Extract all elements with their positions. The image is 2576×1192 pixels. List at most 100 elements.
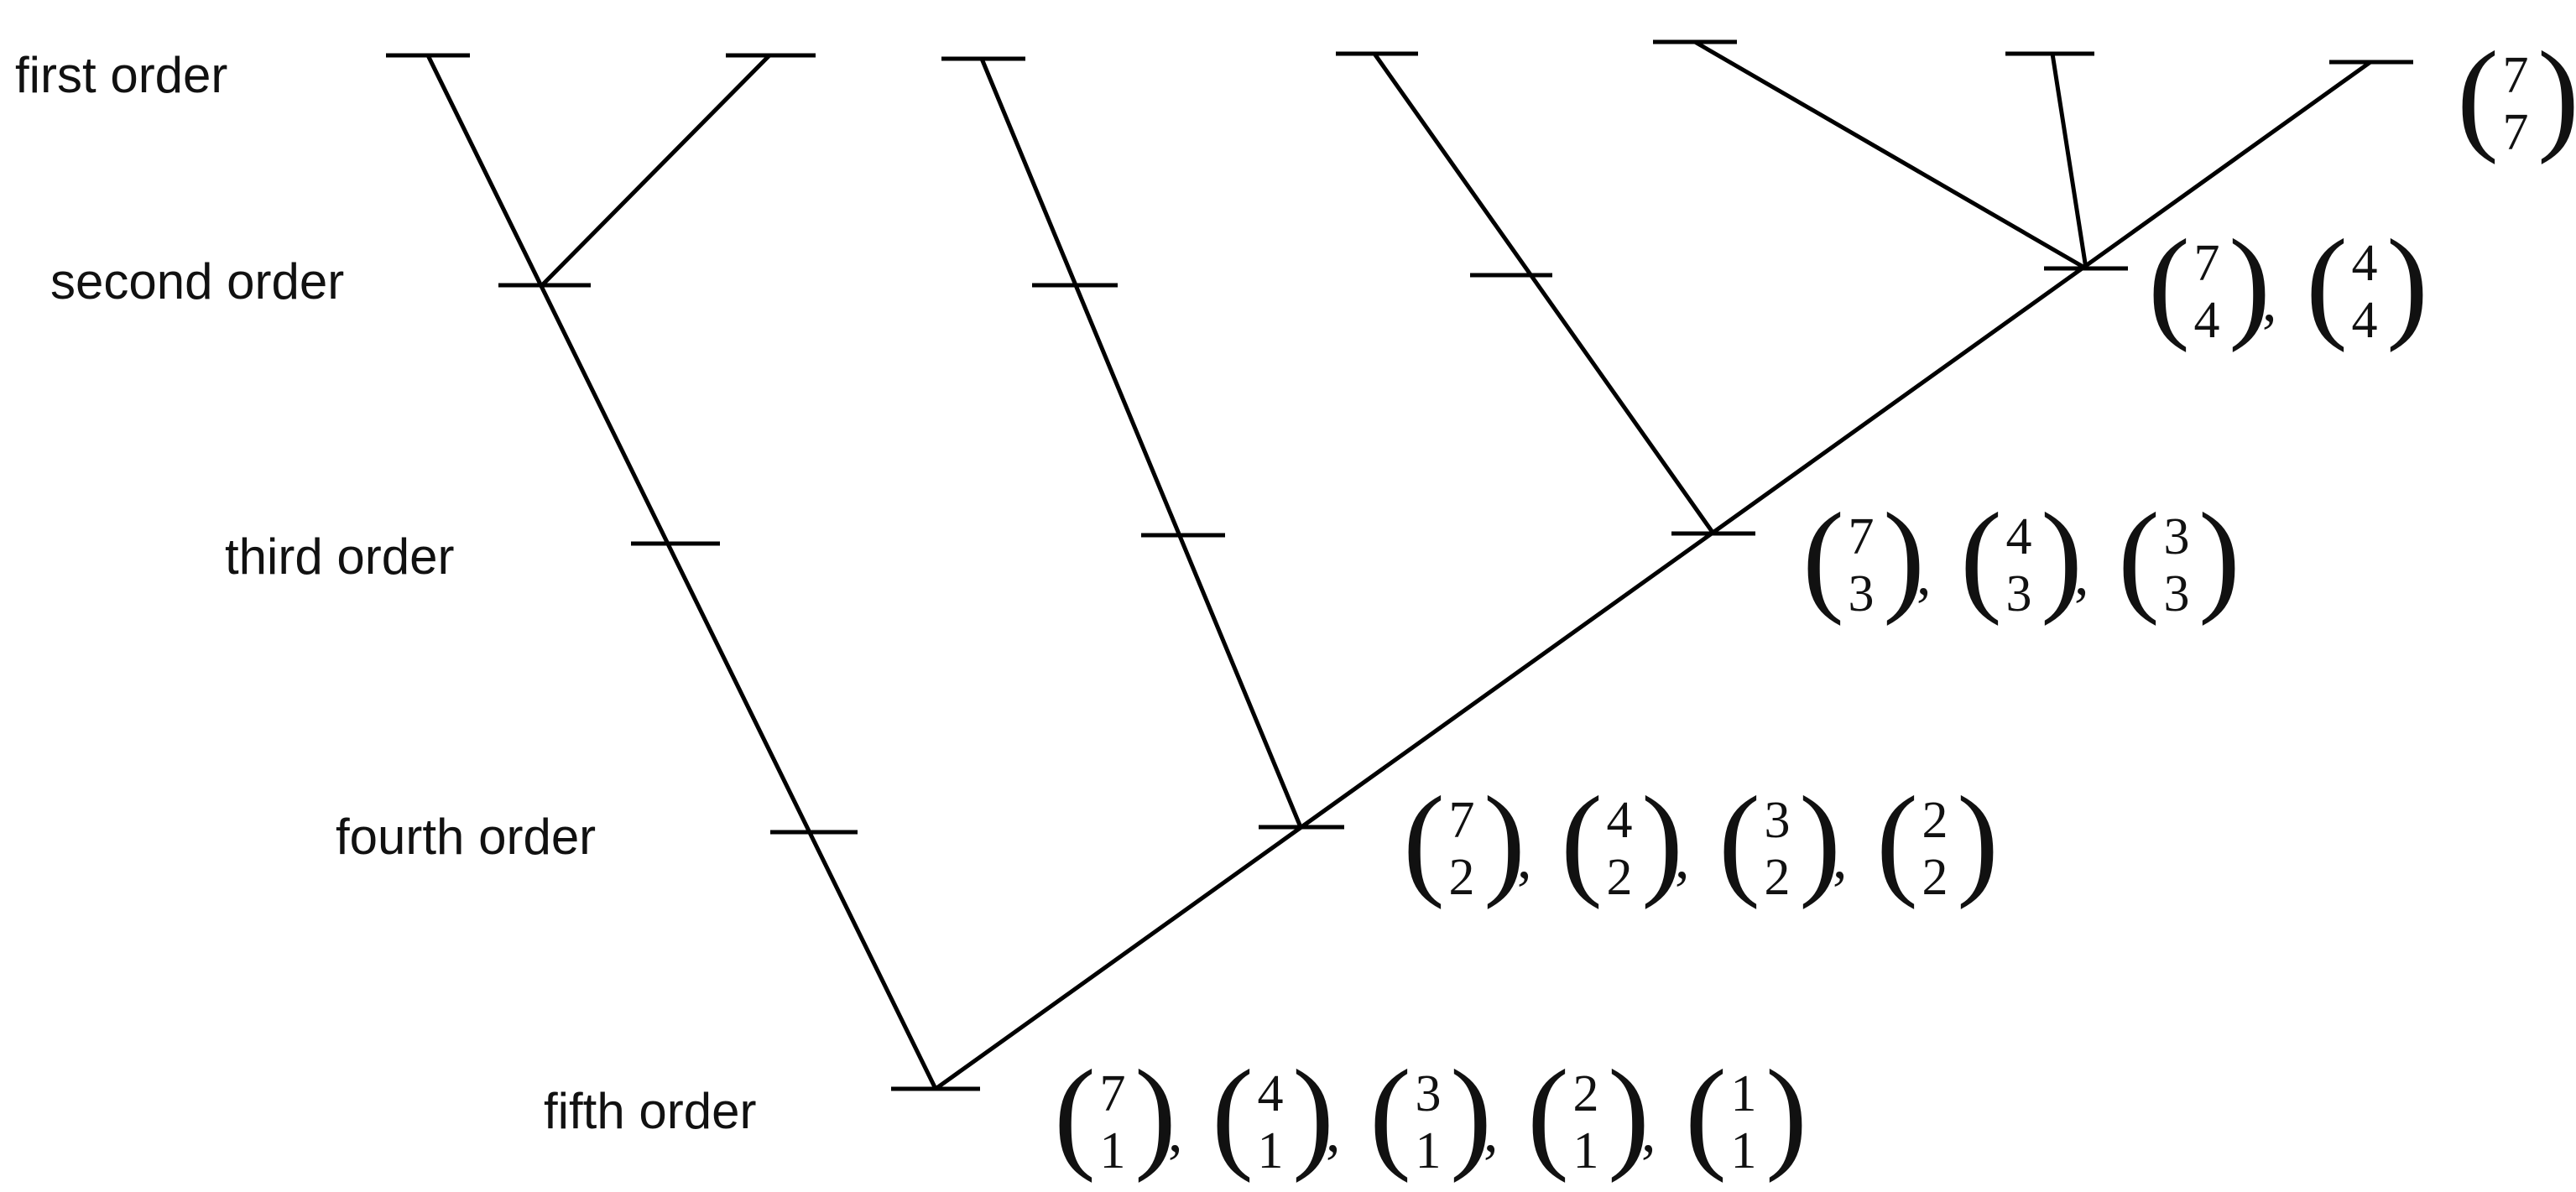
binomial-top: 7: [1849, 508, 1875, 565]
binomial-top: 2: [1573, 1065, 1599, 1122]
branch-line: [934, 60, 2372, 1091]
left-paren: (: [1054, 1044, 1096, 1184]
binomial-group: (71),(41),(31),(21),(11): [1054, 1044, 1807, 1184]
separator-comma: ,: [1675, 826, 1690, 891]
binomial-top: 1: [1731, 1065, 1757, 1122]
binomial-top: 7: [2194, 235, 2220, 292]
left-paren: (: [2148, 214, 2190, 353]
binomial-bottom: 3: [2164, 565, 2190, 622]
left-paren: (: [1561, 771, 1603, 910]
binomial-top: 4: [1607, 792, 1633, 849]
right-paren: ): [1799, 771, 1841, 910]
separator-comma: ,: [1641, 1100, 1656, 1164]
binomial-coefficient: (77): [2457, 26, 2576, 165]
left-paren: (: [1685, 1044, 1727, 1184]
binomial-coefficient: (22): [1876, 771, 1999, 910]
binomial-coefficient: (72): [1403, 771, 1525, 910]
right-paren: ): [1957, 771, 1999, 910]
binomial-coefficient: (71): [1054, 1044, 1176, 1184]
binomial-coefficient: (11): [1685, 1044, 1807, 1184]
left-paren: (: [2118, 487, 2160, 627]
binomial-bottom: 2: [1765, 849, 1791, 906]
binomial-top: 7: [2503, 47, 2529, 104]
branch-line: [979, 58, 1303, 828]
separator-comma: ,: [1326, 1100, 1341, 1164]
separator-comma: ,: [1833, 826, 1848, 891]
binomial-groups: (77)(74),(44)(73),(43),(33)(72),(42),(32…: [1054, 26, 2576, 1184]
order-label-fifth: fifth order: [544, 1083, 756, 1139]
binomial-top: 7: [1100, 1065, 1126, 1122]
binomial-coefficient: (44): [2306, 214, 2428, 353]
branch-line: [425, 54, 938, 1090]
binomial-top: 3: [1765, 792, 1791, 849]
binomial-bottom: 1: [1731, 1122, 1757, 1179]
binomial-coefficient: (21): [1527, 1044, 1650, 1184]
binomial-bottom: 3: [2006, 565, 2032, 622]
right-paren: ): [2198, 487, 2240, 627]
branch-line: [2050, 53, 2088, 269]
binomial-coefficient: (32): [1718, 771, 1841, 910]
left-paren: (: [1718, 771, 1760, 910]
binomial-bottom: 4: [2194, 292, 2220, 349]
right-paren: ): [2386, 214, 2428, 353]
right-paren: ): [1765, 1044, 1807, 1184]
right-paren: ): [2537, 26, 2576, 165]
binomial-coefficient: (31): [1369, 1044, 1492, 1184]
binomial-bottom: 4: [2352, 292, 2378, 349]
left-paren: (: [1403, 771, 1445, 910]
binomial-top: 3: [2164, 508, 2190, 565]
binomial-top: 7: [1449, 792, 1475, 849]
binomial-group: (77): [2457, 26, 2576, 165]
right-paren: ): [1883, 487, 1925, 627]
order-label-second: second order: [50, 253, 344, 310]
binomial-group: (72),(42),(32),(22): [1403, 771, 1999, 910]
binomial-coefficient: (33): [2118, 487, 2240, 627]
binomial-bottom: 1: [1573, 1122, 1599, 1179]
right-paren: ): [1608, 1044, 1650, 1184]
separator-comma: ,: [1168, 1100, 1183, 1164]
right-paren: ): [1292, 1044, 1334, 1184]
right-paren: ): [2041, 487, 2083, 627]
branch-line: [1693, 39, 2088, 271]
separator-comma: ,: [1517, 826, 1532, 891]
left-paren: (: [1802, 487, 1844, 627]
order-label-fourth: fourth order: [336, 809, 596, 865]
binomial-bottom: 1: [1416, 1122, 1442, 1179]
binomial-top: 4: [2006, 508, 2032, 565]
left-paren: (: [1527, 1044, 1569, 1184]
left-paren: (: [1960, 487, 2002, 627]
right-paren: ): [1484, 771, 1525, 910]
binomial-bottom: 2: [1922, 849, 1948, 906]
binomial-top: 4: [2352, 235, 2378, 292]
separator-comma: ,: [1484, 1100, 1499, 1164]
order-label-first: first order: [15, 47, 227, 103]
right-paren: ): [1450, 1044, 1492, 1184]
binomial-coefficient: (43): [1960, 487, 2083, 627]
binomial-bottom: 1: [1100, 1122, 1126, 1179]
branch-line: [540, 54, 771, 287]
right-paren: ): [2229, 214, 2271, 353]
separator-comma: ,: [2262, 269, 2277, 334]
binomial-group: (74),(44): [2148, 214, 2428, 353]
left-paren: (: [2306, 214, 2348, 353]
left-paren: (: [1876, 771, 1918, 910]
binomial-coefficient: (74): [2148, 214, 2271, 353]
order-label-third: third order: [225, 528, 454, 585]
binomial-bottom: 3: [1849, 565, 1875, 622]
right-paren: ): [1134, 1044, 1176, 1184]
separator-comma: ,: [2074, 543, 2089, 607]
separator-comma: ,: [1916, 543, 1932, 607]
binomial-bottom: 1: [1258, 1122, 1284, 1179]
binomial-top: 4: [1258, 1065, 1284, 1122]
right-paren: ): [1641, 771, 1683, 910]
binomial-coefficient: (73): [1802, 487, 1925, 627]
left-paren: (: [2457, 26, 2499, 165]
left-paren: (: [1212, 1044, 1254, 1184]
binomial-bottom: 7: [2503, 104, 2529, 161]
branch-line: [1372, 52, 1716, 535]
binomial-bottom: 2: [1449, 849, 1475, 906]
binomial-bottom: 2: [1607, 849, 1633, 906]
binomial-coefficient: (41): [1212, 1044, 1334, 1184]
binomial-top: 2: [1922, 792, 1948, 849]
